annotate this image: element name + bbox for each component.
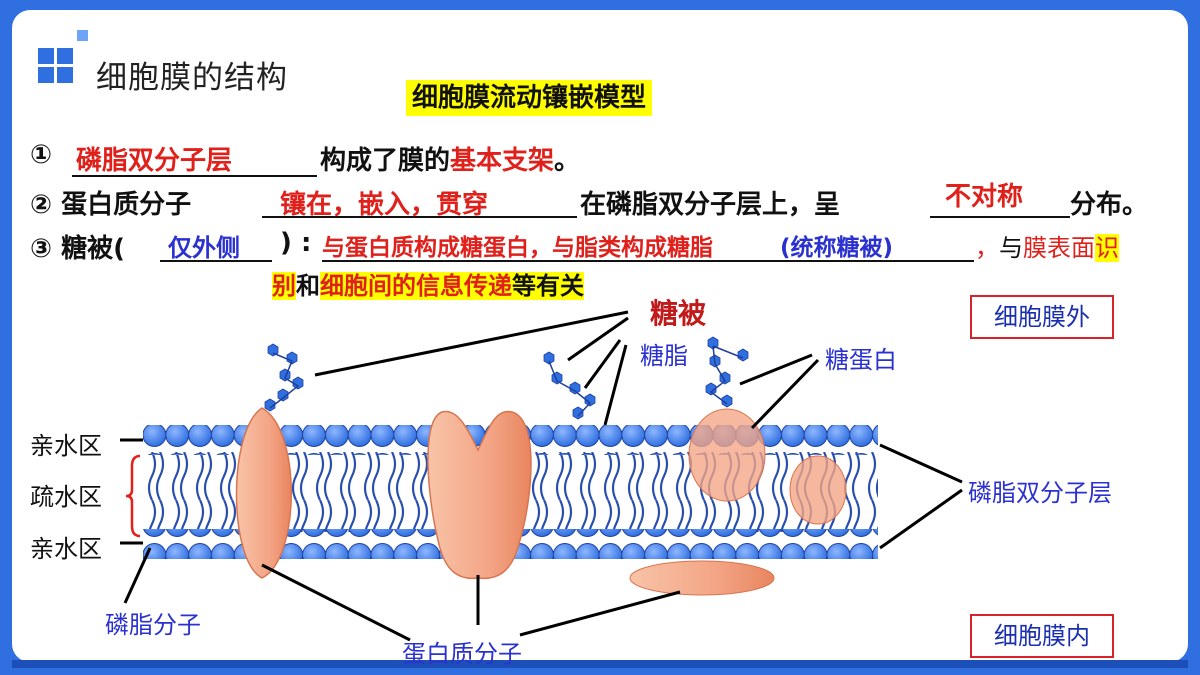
point3-blank	[160, 260, 272, 262]
glycoprotein-body	[688, 408, 766, 502]
point2-line: ② 蛋白质分子	[30, 184, 191, 221]
point3-close: ) :	[280, 228, 312, 258]
sugar-chain-3	[705, 336, 749, 408]
point3-number: ③	[30, 234, 53, 264]
hydrophobic-label: 疏水区	[30, 483, 102, 511]
hydrophilic-top-label: 亲水区	[30, 432, 102, 460]
point2-tail: 分布。	[1070, 190, 1149, 220]
point3-line2: 别和细胞间的信息传递等有关	[272, 272, 584, 300]
protein-label: 蛋白质分子	[402, 640, 522, 668]
bottom-bar	[12, 660, 1188, 668]
bilayer-label: 磷脂双分子层	[968, 479, 1112, 507]
protein-spanning-1	[235, 407, 292, 579]
outside-label: 细胞膜外	[970, 295, 1114, 339]
point2-subject: 蛋白质分子	[61, 190, 192, 220]
point1-number: ①	[30, 140, 53, 170]
point2-answer: 镶在，嵌入，贯穿	[280, 190, 489, 220]
protein-channel	[427, 410, 532, 580]
sugar-chain-1	[264, 343, 304, 412]
point1-answer: 磷脂双分子层	[76, 146, 233, 176]
point2-blank2	[930, 216, 1070, 218]
glycoprotein-label: 糖蛋白	[825, 346, 897, 374]
glycocalyx-label: 糖被	[650, 297, 707, 330]
glycolipid-label: 糖脂	[640, 342, 688, 370]
point3-desc2: (统称糖被)	[780, 235, 894, 261]
point1-highlight: 基本支架	[450, 146, 555, 176]
point2-blank	[262, 216, 577, 218]
phospholipid-label: 磷脂分子	[105, 611, 201, 639]
point2-answer2: 不对称	[945, 182, 1024, 212]
point2-text: 在磷脂双分子层上，呈	[580, 190, 841, 220]
point3-answer: 仅外侧	[168, 234, 240, 262]
point1-blank	[72, 175, 317, 177]
point3-tail: ，与膜表面识	[975, 234, 1119, 262]
protein-embedded	[789, 455, 847, 525]
inside-label: 细胞膜内	[970, 614, 1114, 658]
model-title: 细胞膜流动镶嵌模型	[406, 80, 653, 116]
page-title: 细胞膜的结构	[96, 60, 288, 96]
grid-logo-icon	[38, 30, 88, 83]
point3-line: ③ 糖被(	[30, 234, 125, 264]
point3-desc: 与蛋白质构成糖蛋白，与脂类构成糖脂	[322, 235, 713, 261]
hydrophilic-bottom-label: 亲水区	[30, 535, 102, 563]
sugar-chain-2	[543, 351, 596, 420]
protein-peripheral	[629, 560, 775, 596]
point1-text: 构成了膜的基本支架。	[320, 146, 581, 176]
point1-line: ①	[30, 140, 52, 170]
hydrophobic-bracket	[125, 454, 141, 538]
point2-number: ②	[30, 190, 53, 220]
point3-blank2	[322, 260, 974, 262]
point3-subject: 糖被	[61, 234, 114, 264]
